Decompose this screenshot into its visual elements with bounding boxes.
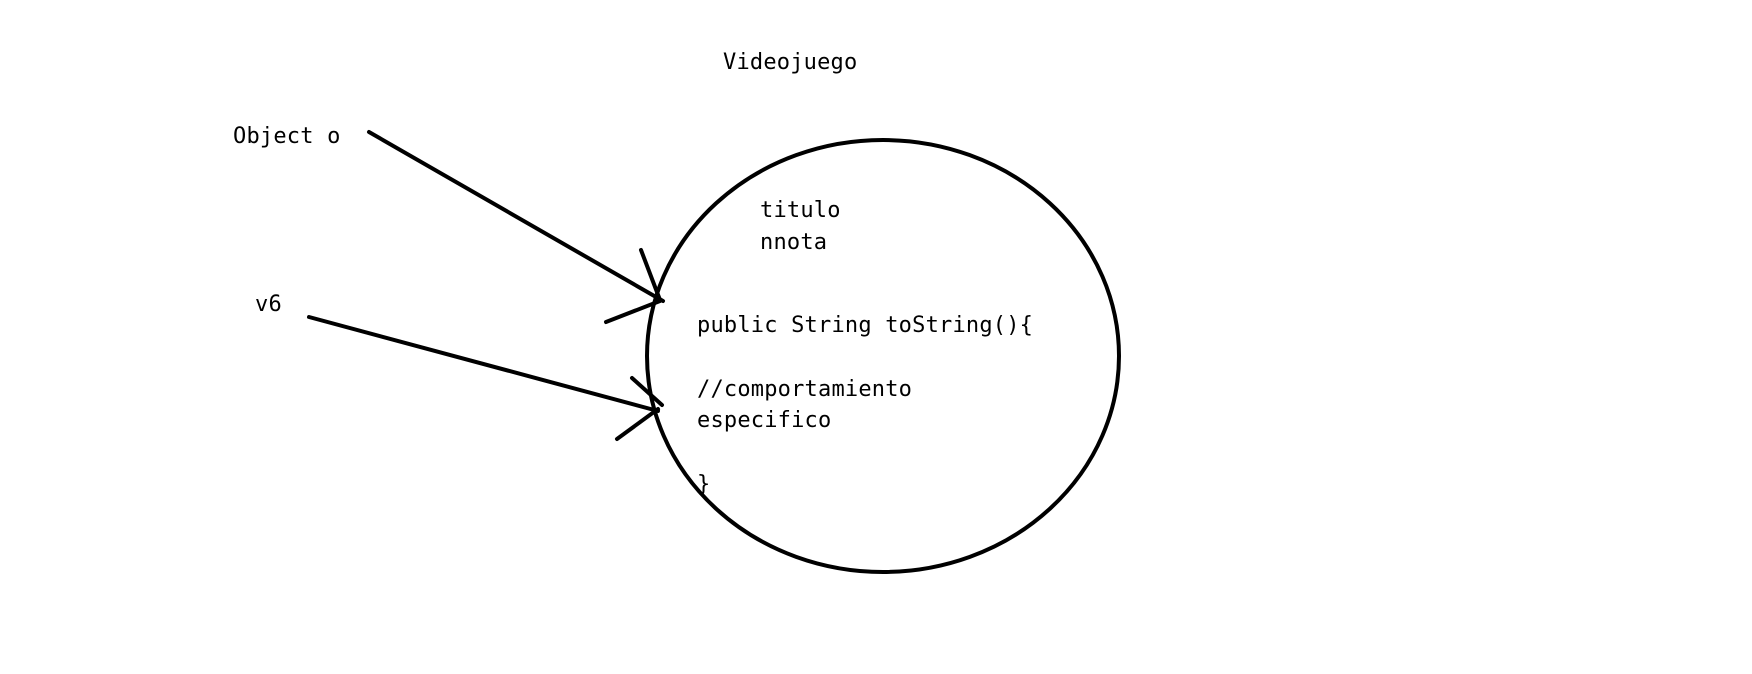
field-titulo: titulo [760, 198, 841, 223]
reference-label-v6: v6 [255, 292, 282, 317]
method-signature: public String toString(){ [697, 313, 1034, 338]
method-closing-brace: } [697, 472, 711, 497]
reference-arrow-object-o [367, 130, 665, 324]
reference-label-object-o: Object o [233, 124, 341, 149]
object-circle [645, 138, 1121, 574]
reference-arrow-v6 [307, 315, 664, 441]
method-comment-line-2: especifico [697, 408, 832, 433]
method-comment-line-1: //comportamiento [697, 377, 913, 402]
class-title: Videojuego [723, 50, 858, 75]
field-nnota: nnota [760, 230, 828, 255]
